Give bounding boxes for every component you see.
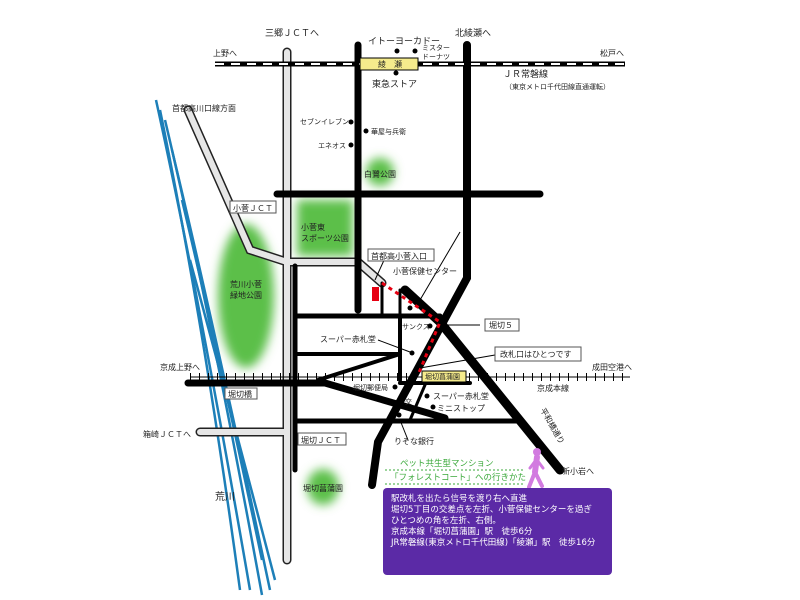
poi-dots bbox=[348, 48, 436, 418]
directions-box: 駅改札を出たら信号を渡り右へ直進 堀切5丁目の交差点を左折、小菅保健センターを過… bbox=[383, 488, 612, 575]
heading-line-1: ペット共生型マンション bbox=[400, 458, 494, 469]
label-tokyu-store: 東急ストア bbox=[372, 78, 417, 90]
label-arakawa: 荒川 bbox=[215, 491, 235, 503]
label-matsudo: 松戸へ bbox=[600, 48, 624, 58]
label-kosuge-health-center: 小菅保健センター bbox=[393, 266, 457, 276]
ayase-station-label: 綾 瀬 bbox=[378, 59, 402, 69]
label-misato-jct: 三郷ＪＣＴへ bbox=[265, 28, 319, 39]
label-keisei-ueno: 京成上野へ bbox=[160, 362, 200, 372]
label-narita: 成田空港へ bbox=[592, 362, 632, 372]
label-one-gate: 改札口はひとつです bbox=[500, 349, 571, 359]
expressways bbox=[183, 47, 387, 565]
kosuge-sports-park-area bbox=[297, 200, 353, 256]
destination-marker bbox=[372, 287, 379, 301]
label-shuto-kawaguchi: 首都高川口線方面 bbox=[172, 103, 236, 113]
label-boxes bbox=[224, 200, 582, 446]
label-kosuge-sports-park-1: 小菅東 bbox=[301, 222, 325, 232]
arakawa-park-area bbox=[218, 224, 274, 368]
label-seven-eleven: セブンイレブン bbox=[300, 117, 349, 126]
walker-icon bbox=[527, 448, 545, 489]
parks bbox=[218, 158, 394, 505]
label-kosuge-jct: 小菅ＪＣＴ bbox=[233, 203, 273, 213]
direction-line: 京成本線「堀切菖蒲園」駅 徒歩6分 bbox=[391, 527, 533, 537]
label-shirasagi-park: 白鷺公園 bbox=[364, 169, 396, 179]
map-labels: 三郷ＪＣＴへ 北綾瀬へ 上野へ 松戸へ イトーヨーカドー ミスター ドーナツ 東… bbox=[143, 27, 632, 503]
label-horikiri5: 堀切５ bbox=[489, 321, 513, 330]
horikiri-park-area bbox=[307, 469, 339, 505]
arakawa-river bbox=[154, 99, 277, 596]
label-keisei-line: 京成本線 bbox=[537, 383, 569, 393]
heading-line-2: 「フォレストコート」への行きかた bbox=[390, 472, 526, 483]
label-arakawa-park-1: 荒川小菅 bbox=[230, 279, 262, 289]
label-mister-donut-1: ミスター bbox=[422, 43, 450, 52]
label-sunkus: サンクス bbox=[402, 323, 430, 331]
direction-line: 堀切5丁目の交差点を左折、小菅保健センターを過ぎ bbox=[391, 505, 592, 515]
label-jr-line-note: （東京メトロ千代田線直通運転） bbox=[505, 82, 610, 91]
direction-line: ひとつめの角を左折、右側。 bbox=[391, 516, 501, 526]
label-horikiri-bridge: 堀切橋 bbox=[228, 389, 252, 399]
label-kosuge-sports-park-2: スポーツ公園 bbox=[301, 234, 349, 243]
shirasagi-park-area bbox=[366, 158, 394, 186]
label-koban: 交 bbox=[405, 397, 412, 406]
roads bbox=[184, 41, 565, 489]
label-super-akafuda-1: スーパー赤札堂 bbox=[320, 334, 376, 344]
label-horikiri-park: 堀切菖蒲園 bbox=[303, 483, 343, 493]
leader-lines bbox=[374, 231, 496, 441]
label-horikiri-post: 堀切郵便局 bbox=[353, 383, 388, 392]
label-hakozaki-jct: 箱崎ＪＣＴへ bbox=[143, 429, 191, 439]
label-mister-donut-2: ドーナツ bbox=[422, 53, 450, 61]
label-shuto-kosuge-entrance: 首都高小菅入口 bbox=[371, 251, 427, 261]
label-arakawa-park-2: 緑地公園 bbox=[230, 290, 262, 300]
label-shinkoiwa: 新小岩へ bbox=[562, 466, 594, 476]
horikiri-station-box bbox=[421, 370, 467, 383]
label-eneos: エネオス bbox=[318, 142, 346, 150]
label-ueno-jr: 上野へ bbox=[213, 49, 237, 58]
label-horikiri-jct: 堀切ＪＣＴ bbox=[301, 436, 341, 445]
direction-line: 駅改札を出たら信号を渡り右へ直進 bbox=[391, 494, 528, 504]
label-kitaayase: 北綾瀬へ bbox=[455, 27, 491, 39]
label-ministop: ミニストップ bbox=[437, 404, 485, 413]
label-jr-line: ＪＲ常磐線 bbox=[503, 68, 548, 80]
label-super-akafuda-2: スーパー赤札堂 bbox=[433, 391, 489, 401]
label-heiwabashi: 平和橋通り bbox=[538, 406, 567, 446]
label-hanazono: 華屋与兵衛 bbox=[371, 127, 406, 136]
horikiri-station-label: 堀切菖蒲園 bbox=[425, 372, 460, 381]
ayase-station-box bbox=[359, 57, 419, 71]
label-resona: りそな銀行 bbox=[394, 436, 434, 446]
direction-line: JR常磐線(東京メトロ千代田線)「綾瀬」駅 徒歩16分 bbox=[391, 538, 596, 548]
label-ito-yokado: イトーヨーカドー bbox=[368, 36, 440, 47]
